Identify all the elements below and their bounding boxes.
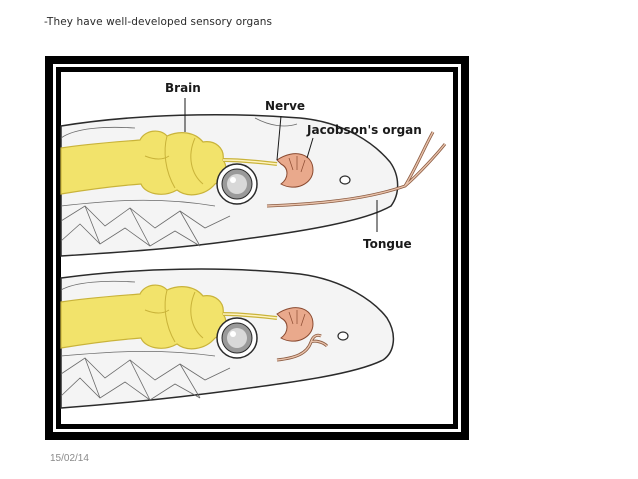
label-nerve-group: Nerve <box>265 99 305 161</box>
top-scales <box>60 199 231 247</box>
label-brain: Brain <box>165 81 201 95</box>
slide-date: 15/02/14 <box>50 453 89 464</box>
bottom-scales <box>60 280 231 401</box>
label-tongue-group: Tongue <box>363 200 412 251</box>
label-nerve: Nerve <box>265 99 305 113</box>
label-brain-group: Brain <box>165 81 201 132</box>
label-jacobsons-organ: Jacobson's organ <box>306 123 422 137</box>
bottom-snake-head <box>60 268 395 409</box>
top-snake-head <box>60 113 447 257</box>
bullet-text: -They have well-developed sensory organs <box>44 16 273 28</box>
snake-head-figure: Brain Nerve Jacobson's organ Tongue <box>45 56 469 440</box>
label-jacobsons-organ-group: Jacobson's organ <box>306 123 422 159</box>
label-tongue: Tongue <box>363 237 412 251</box>
